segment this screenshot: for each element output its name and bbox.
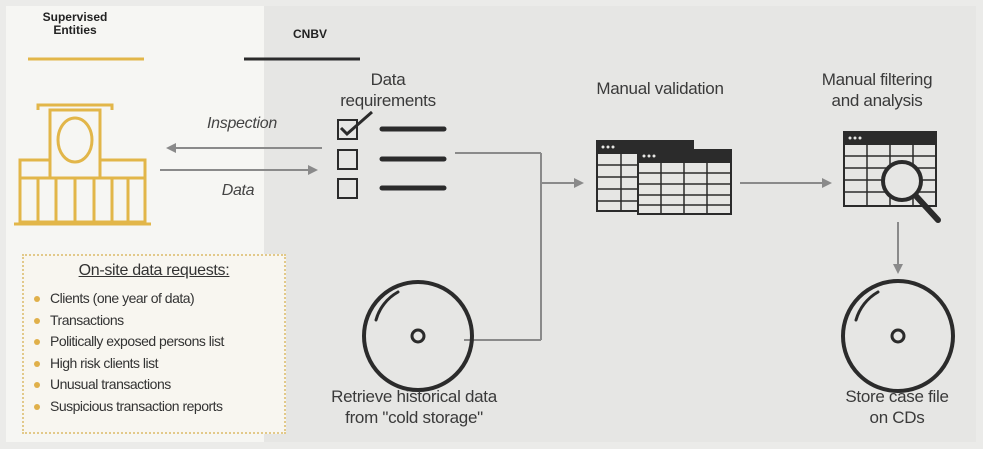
cold-storage-disc-icon — [362, 280, 474, 392]
inspection-label: Inspection — [207, 115, 277, 132]
spreadsheet-icon — [596, 140, 732, 215]
list-item: Clients (one year of data) — [34, 288, 224, 310]
supervised-entities-header: Supervised Entities — [42, 10, 108, 37]
data-label: Data — [221, 182, 255, 199]
onsite-requests-list: Clients (one year of data) Transactions … — [34, 288, 224, 417]
manual-validation-label: Manual validation — [596, 79, 724, 98]
onsite-requests-box: On-site data requests: Clients (one year… — [22, 254, 286, 434]
bank-building-icon — [14, 103, 151, 226]
merge-connector — [455, 152, 542, 341]
list-item: Transactions — [34, 310, 224, 332]
magnifier-spreadsheet-icon — [843, 131, 941, 223]
onsite-requests-title: On-site data requests: — [78, 262, 230, 279]
cnbv-header: CNBV — [292, 27, 327, 41]
retrieve-historical-label: Retrieve historical data from "cold stor… — [331, 387, 497, 427]
list-item: Suspicious transaction reports — [34, 396, 224, 418]
manual-filtering-label: Manual filtering and analysis — [821, 70, 933, 110]
list-item: High risk clients list — [34, 353, 224, 375]
store-case-disc-icon — [841, 279, 955, 393]
checklist-icon — [337, 110, 447, 199]
store-case-file-label: Store case file on CDs — [845, 387, 949, 427]
list-item: Unusual transactions — [34, 374, 224, 396]
data-requirements-label: Data requirements — [340, 70, 436, 110]
list-item: Politically exposed persons list — [34, 331, 224, 353]
